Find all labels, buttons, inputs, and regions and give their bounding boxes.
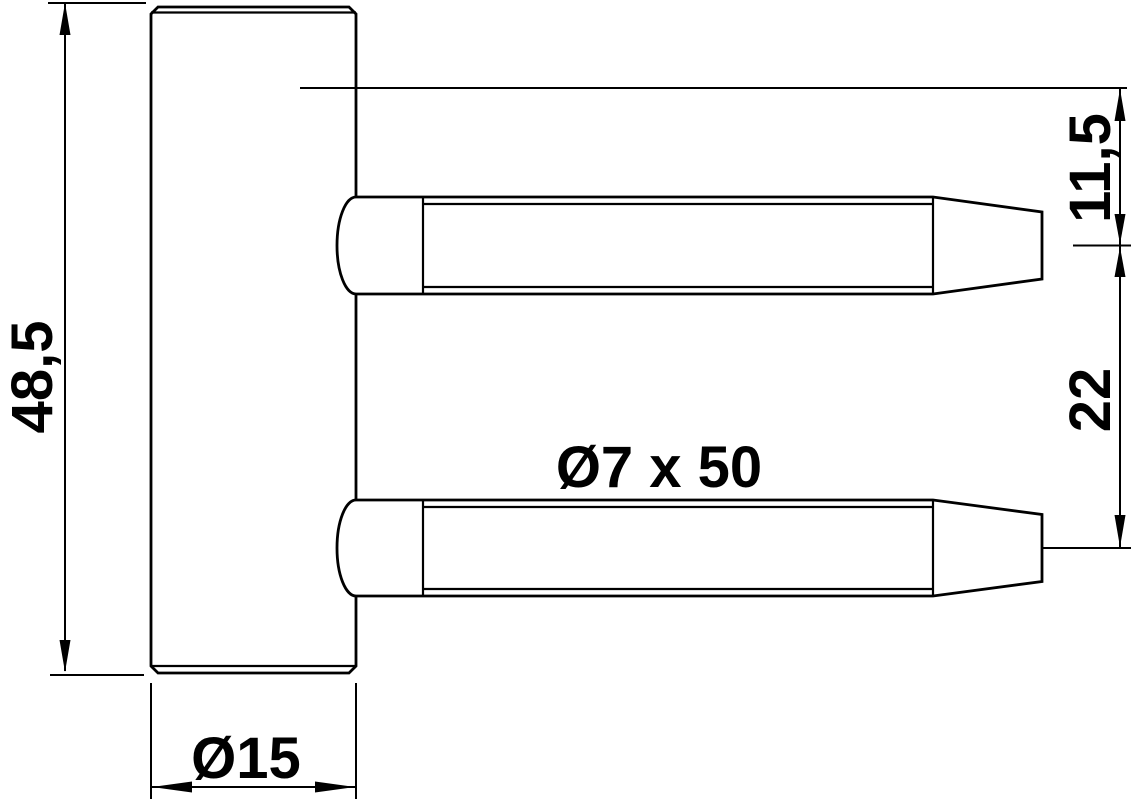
pin-offset-arrow-up [1114, 89, 1126, 121]
dimension-body-height: 48,5 [0, 2, 146, 676]
body-height-arrow-down [59, 640, 71, 672]
top-pin-outline [335, 195, 1044, 296]
body-diameter-label: Ø15 [191, 726, 301, 791]
body-diameter-arrow-right [315, 781, 355, 793]
dimension-pin-offset: 11,5 [300, 87, 1131, 547]
pin-spacing-arrow-down [1114, 515, 1126, 547]
hinge-body [149, 5, 358, 675]
body-height-arrow-up [59, 3, 71, 35]
pin-spec-label: Ø7 x 50 [556, 435, 762, 500]
bottom-pin [335, 498, 1044, 598]
pin-offset-arrow-down [1114, 214, 1126, 244]
body-height-label: 48,5 [0, 321, 65, 434]
top-pin [335, 195, 1044, 296]
body-diameter-arrow-left [152, 781, 192, 793]
dimension-body-diameter: Ø15 [150, 683, 357, 799]
hinge-body-outline [149, 5, 358, 675]
pin-spacing-label: 22 [1058, 368, 1123, 433]
bottom-pin-outline [335, 498, 1044, 598]
dimension-pin-spacing: 22 [1043, 247, 1131, 549]
pin-offset-label: 11,5 [1058, 113, 1123, 223]
pin-spacing-arrow-up [1114, 247, 1126, 277]
